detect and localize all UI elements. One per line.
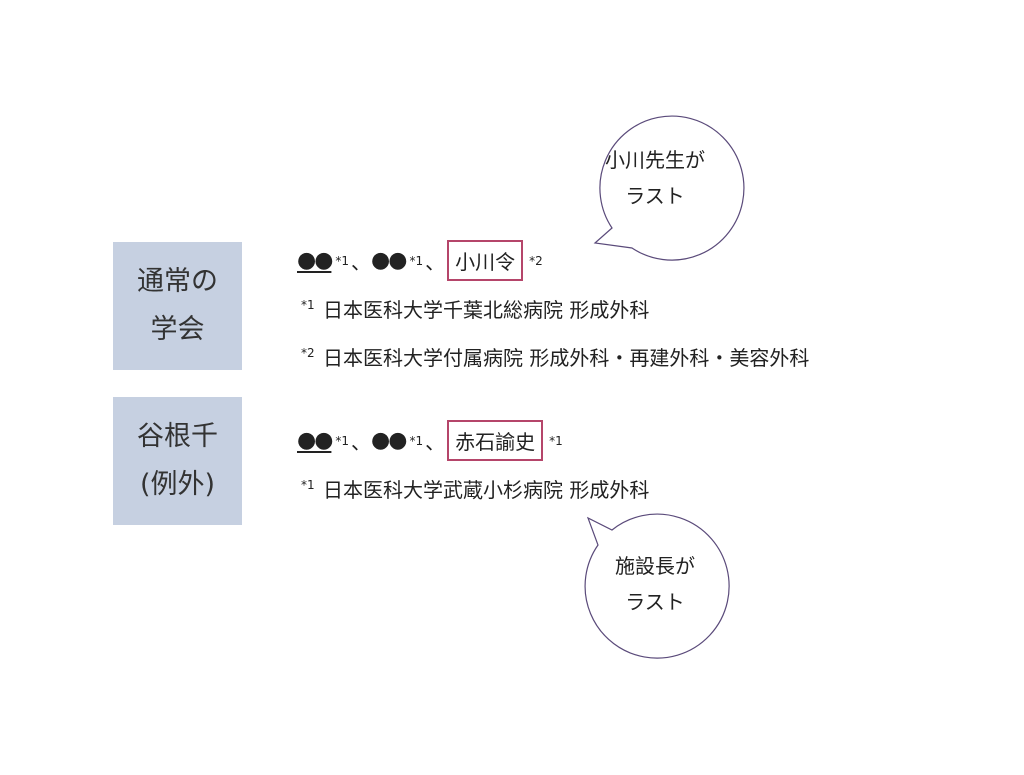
label-line: (例外) [139, 469, 216, 500]
bubble-line: ラスト [625, 590, 685, 614]
affiliation-mark: *1 [335, 253, 350, 268]
speech-bubble-1 [593, 115, 745, 261]
note-text: 日本医科大学付属病院 形成外科・再建外科・美容外科 [323, 346, 810, 370]
author-2: ●● [371, 248, 407, 273]
affiliation-note: *1 日本医科大学武蔵小杉病院 形成外科 [297, 474, 649, 503]
note-mark: *1 [301, 298, 315, 312]
separator: 、 [425, 250, 446, 274]
bubble-line: 小川先生が [605, 148, 705, 172]
author-1: ●● [297, 428, 333, 453]
affiliation-mark: *1 [409, 433, 424, 448]
note-mark: *1 [301, 478, 315, 492]
label-yanesen-exception: 谷根千 (例外) [113, 397, 242, 525]
note-mark: *2 [301, 346, 315, 360]
last-author-highlight: 赤石諭史 [447, 420, 544, 461]
bubble-text-1: 小川先生が ラスト [580, 142, 730, 214]
author-line-1: ●●*1、 ●●*1、 小川令*2 [297, 240, 545, 281]
last-author-highlight: 小川令 [447, 240, 524, 281]
separator: 、 [351, 250, 372, 274]
author-line-2: ●●*1、 ●●*1、 赤石諭史*1 [297, 420, 565, 461]
bubble-line: ラスト [625, 184, 685, 208]
bubble-text-2: 施設長が ラスト [580, 548, 730, 620]
author-2: ●● [371, 428, 407, 453]
affiliation-note: *2 日本医科大学付属病院 形成外科・再建外科・美容外科 [297, 342, 809, 371]
separator: 、 [425, 430, 446, 454]
label-normal-conference: 通常の 学会 [113, 242, 242, 370]
label-line: 学会 [150, 314, 205, 345]
speech-bubble-2 [584, 513, 730, 659]
separator: 、 [351, 430, 372, 454]
affiliation-mark: *1 [549, 433, 563, 448]
note-text: 日本医科大学千葉北総病院 形成外科 [323, 298, 650, 322]
note-text: 日本医科大学武蔵小杉病院 形成外科 [323, 478, 650, 502]
affiliation-mark: *1 [335, 433, 350, 448]
affiliation-note: *1 日本医科大学千葉北総病院 形成外科 [297, 294, 649, 323]
affiliation-mark: *1 [409, 253, 424, 268]
author-1: ●● [297, 248, 333, 273]
affiliation-mark: *2 [529, 253, 543, 268]
label-line: 谷根千 [137, 421, 218, 452]
bubble-line: 施設長が [615, 554, 695, 578]
label-line: 通常の [137, 266, 218, 297]
